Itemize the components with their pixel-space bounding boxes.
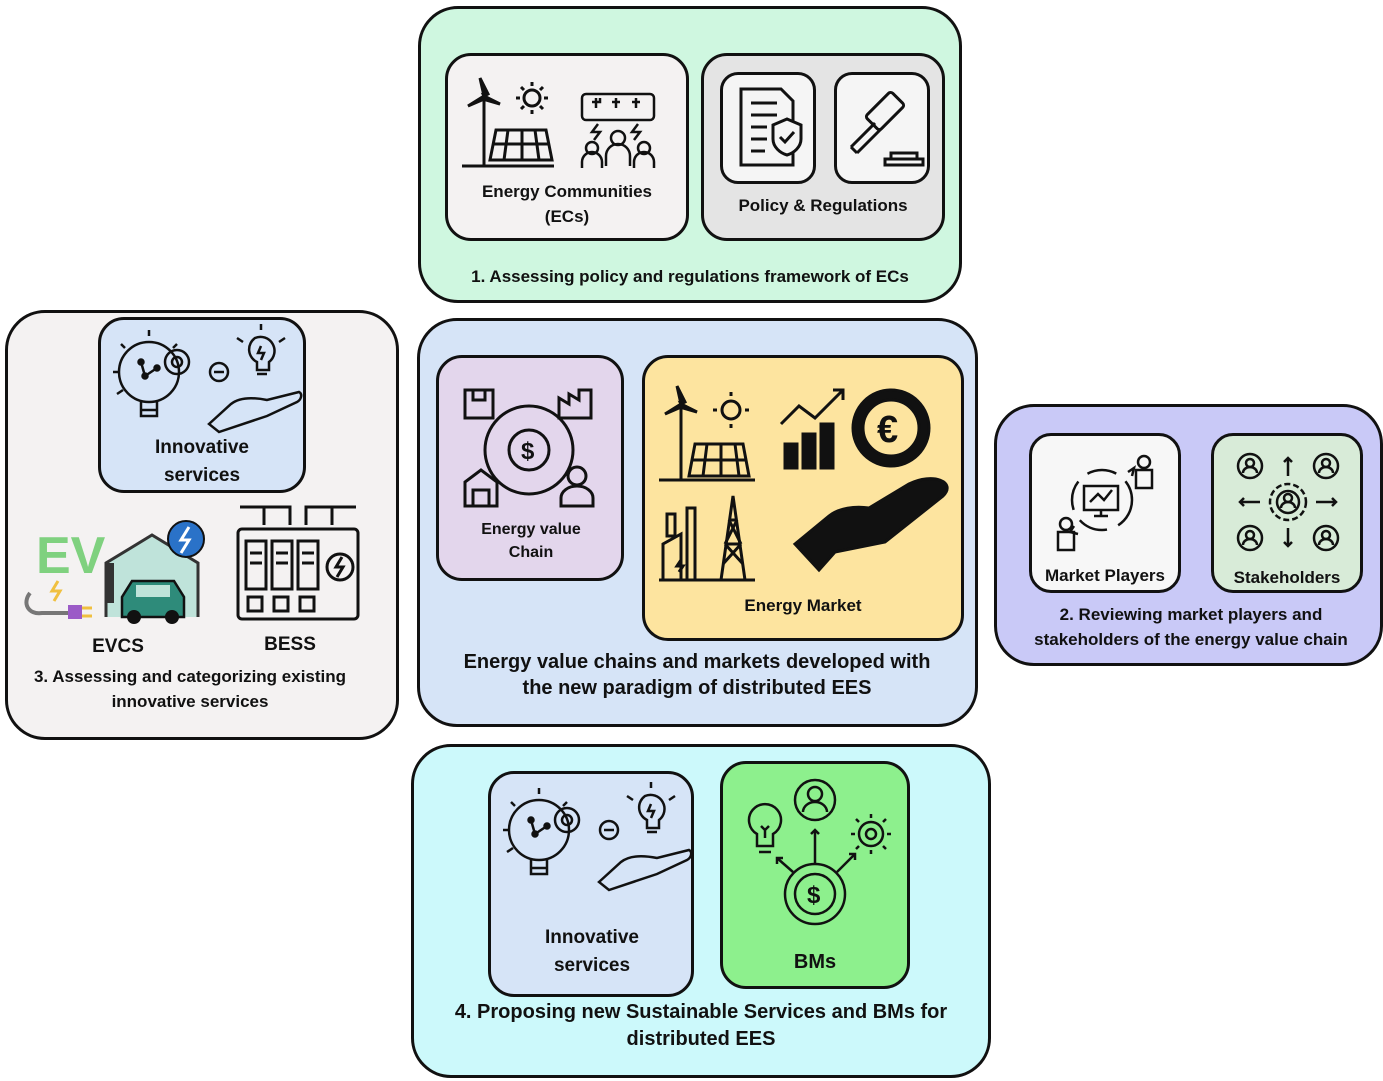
document-shield-icon	[737, 85, 803, 171]
document-shield-tile	[720, 72, 816, 184]
stakeholders-label: Stakeholders	[1233, 568, 1341, 587]
energy-value-chain-label: Energy value Chain	[481, 521, 581, 562]
innovative-services-card-s3: Innovative services	[98, 317, 306, 493]
evcs-label: EVCS	[92, 636, 144, 657]
battery-storage-icon	[234, 503, 362, 623]
section-3-panel: Innovative services EV EVCS BESS 3. Asse…	[5, 310, 399, 740]
bms-label: BMs	[793, 951, 837, 973]
center-panel: $ Energy value Chain € Energy Market Ene…	[417, 318, 978, 727]
section-1-panel: Energy Communities (ECs) Policy & Regula…	[418, 6, 962, 303]
market-players-card: Market Players	[1029, 433, 1181, 593]
stakeholders-network-icon	[1236, 452, 1340, 552]
value-chain-icon: $	[459, 386, 599, 510]
community-icon	[578, 92, 658, 170]
section-4-panel: Innovative services $ BMs 4. Proposing n…	[411, 744, 991, 1078]
business-model-icon: $	[737, 778, 893, 928]
innovative-services-label-s4: Innovative services	[545, 927, 639, 976]
innovation-hand-icon-s4	[497, 782, 691, 890]
ev-charging-icon: EV	[22, 517, 206, 624]
bess-label: BESS	[264, 634, 316, 655]
policy-card: Policy & Regulations	[701, 53, 945, 241]
energy-value-chain-card: $ Energy value Chain	[436, 355, 624, 581]
svg-text:€: €	[877, 409, 898, 451]
ev-icon-text: EV	[36, 527, 106, 585]
section-1-title: 1. Assessing policy and regulations fram…	[471, 267, 909, 286]
wind-solar-icon	[462, 78, 554, 170]
energy-market-label: Energy Market	[744, 596, 862, 615]
energy-market-icon: €	[659, 384, 955, 584]
energy-market-card: € Energy Market	[642, 355, 964, 641]
section-4-title: 4. Proposing new Sustainable Services an…	[454, 1001, 948, 1050]
section-3-title: 3. Assessing and categorizing existing i…	[33, 667, 347, 711]
section-2-title: 2. Reviewing market players and stakehol…	[1034, 605, 1348, 649]
innovative-services-label-s3: Innovative services	[155, 437, 249, 486]
svg-text:$: $	[807, 882, 821, 909]
policy-label: Policy & Regulations	[738, 196, 908, 215]
svg-text:$: $	[521, 438, 535, 465]
innovation-hand-icon	[107, 324, 301, 432]
energy-communities-card: Energy Communities (ECs)	[445, 53, 689, 241]
innovative-services-card-s4: Innovative services	[488, 771, 694, 997]
energy-communities-label: Energy Communities (ECs)	[481, 182, 653, 226]
gavel-icon	[845, 89, 923, 169]
section-2-panel: Market Players Stakeholders 2. Reviewing…	[994, 404, 1383, 666]
bms-card: $ BMs	[720, 761, 910, 989]
center-title: Energy value chains and markets develope…	[463, 651, 931, 699]
gavel-tile	[834, 72, 930, 184]
market-players-label: Market Players	[1044, 566, 1166, 585]
market-players-icon	[1056, 454, 1160, 550]
stakeholders-card: Stakeholders	[1211, 433, 1363, 593]
